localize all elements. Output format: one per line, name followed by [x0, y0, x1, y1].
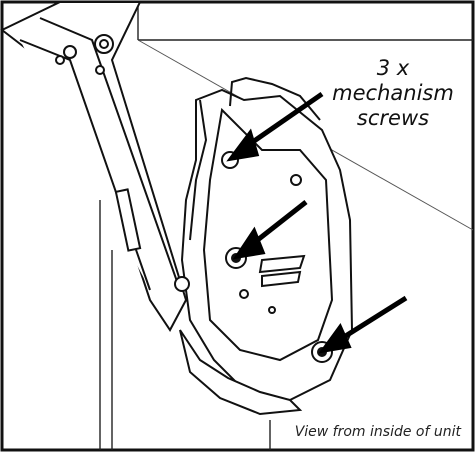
callout-line-3: screws: [356, 106, 430, 130]
lift-arm: [0, 0, 188, 332]
screws-callout: 3 x mechanism screws: [318, 56, 468, 131]
arrow-screw-3: [334, 295, 408, 345]
arrow-screw-1: [242, 91, 324, 151]
callout-line-1: 3 x: [376, 56, 410, 80]
mechanism-housing: [174, 76, 354, 416]
view-caption: View from inside of unit: [294, 424, 461, 440]
arrow-head-1: [226, 128, 260, 162]
arrow-head-2: [232, 226, 266, 260]
arrow-head-3: [318, 323, 352, 354]
screw-arrows: [226, 91, 408, 354]
callout-line-2: mechanism: [332, 81, 454, 105]
